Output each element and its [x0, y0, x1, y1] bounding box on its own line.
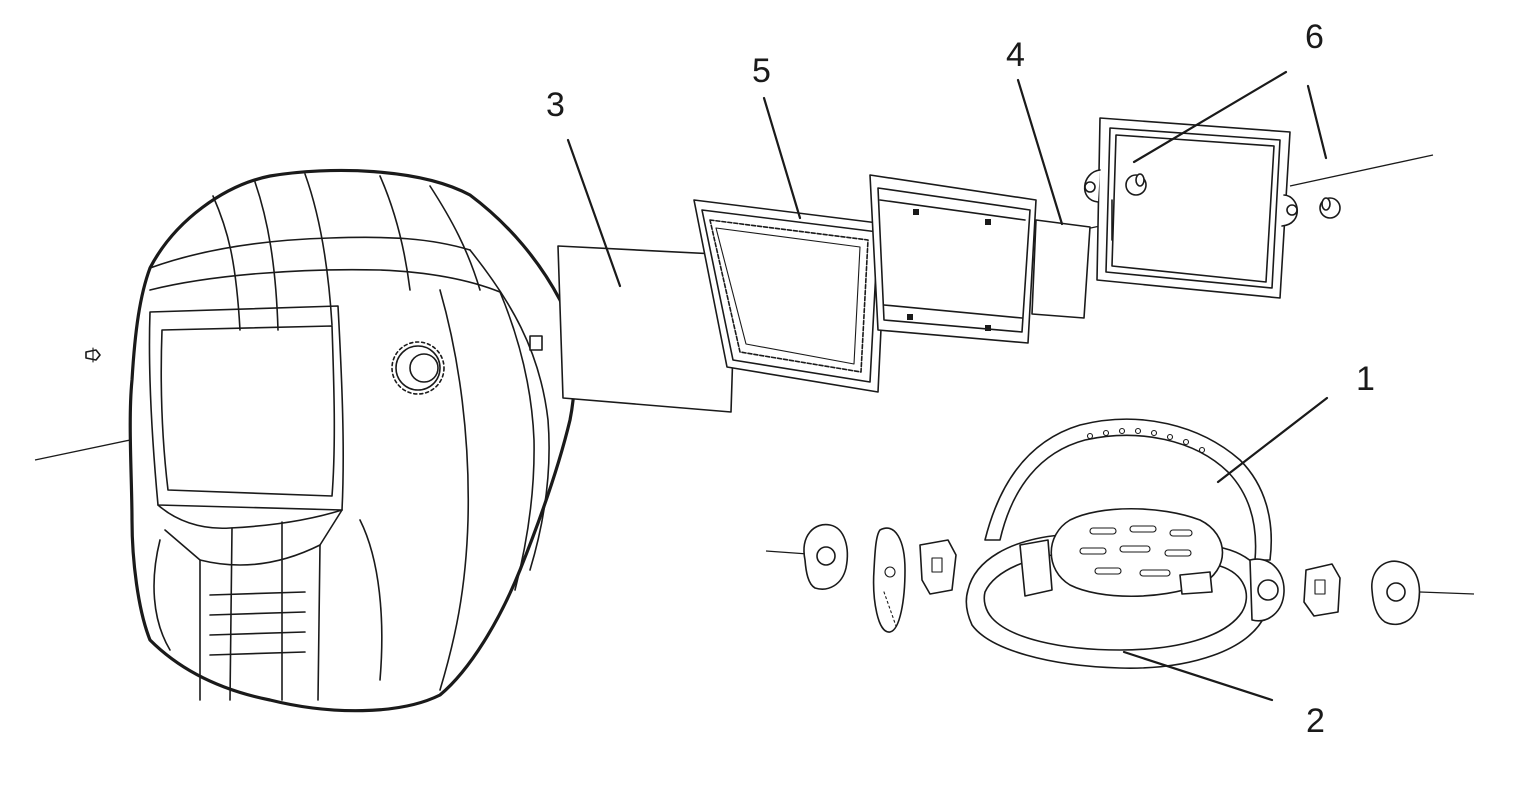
- callout-6: 6: [1305, 18, 1324, 56]
- part-3-outer-cover-lens: [557, 245, 737, 413]
- left-pivot-spacer-icon: [872, 527, 906, 633]
- callout-2: 2: [1306, 702, 1325, 740]
- right-pivot-knob-icon: [1371, 560, 1421, 626]
- strap-holes: [1086, 427, 1206, 454]
- part-6-lens-retainer-frame: [1083, 117, 1341, 299]
- left-pivot-knob-icon: [803, 523, 849, 590]
- part-5-darkening-filter: [693, 199, 887, 393]
- right-pivot-ratchet-icon: [1303, 563, 1341, 617]
- callout-numbers: 3 5 4 6 1 2: [546, 18, 1375, 740]
- welding-helmet-shell-icon: [85, 168, 576, 713]
- left-pivot-ratchet-icon: [919, 539, 957, 595]
- inner-lens-frame: [869, 174, 1037, 344]
- part-4-inner-cover-lens: [1031, 219, 1091, 319]
- retainer-screw-right-icon: [1319, 197, 1341, 219]
- callout-5: 5: [752, 52, 771, 90]
- retainer-screw-left-icon: [1125, 173, 1147, 196]
- headgear-assembly-icon: [965, 418, 1285, 669]
- leader-lines: [566, 70, 1329, 702]
- callout-3: 3: [546, 86, 565, 124]
- pad-slots: [1079, 525, 1193, 577]
- callout-4: 4: [1006, 36, 1025, 74]
- callout-1: 1: [1356, 360, 1375, 398]
